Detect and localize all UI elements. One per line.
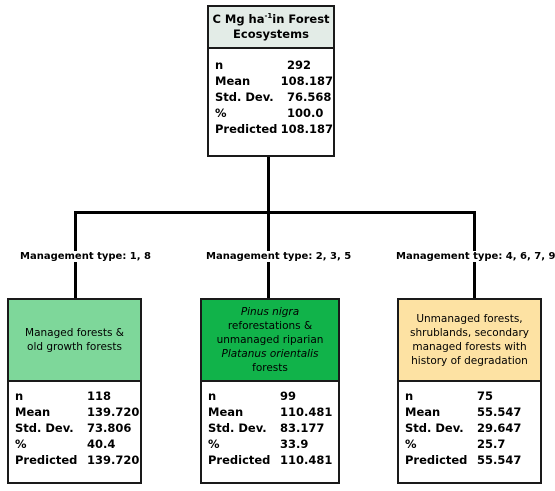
stat-row: Std. Dev.76.568 (215, 90, 332, 104)
stat-row: Std. Dev.29.647 (405, 421, 522, 435)
root-node-title: C Mg ha-1in Forest Ecosystems (212, 12, 330, 41)
stat-row: Std. Dev.83.177 (208, 421, 325, 435)
node-managed-forests-title: Managed forests & old growth forests (25, 326, 124, 353)
node-pinus-reforestations: Pinus nigra reforestations & unmanaged r… (200, 298, 340, 484)
horizontal-branch-line (74, 211, 476, 214)
node-managed-forests-header: Managed forests & old growth forests (9, 300, 140, 382)
stat-row: %25.7 (405, 437, 506, 451)
edge-label-middle: Management type: 2, 3, 5 (206, 251, 352, 262)
stat-row: Std. Dev.73.806 (15, 421, 132, 435)
node-pinus-reforestations-title: Pinus nigra reforestations & unmanaged r… (216, 305, 324, 375)
root-node-header: C Mg ha-1in Forest Ecosystems (209, 7, 333, 49)
node-unmanaged-forests-header: Unmanaged forests, shrublands, secondary… (399, 300, 540, 382)
edge-label-left: Management type: 1, 8 (20, 251, 152, 262)
stat-row: %100.0 (215, 106, 324, 120)
stat-row: %40.4 (15, 437, 116, 451)
root-stem-line (267, 156, 270, 212)
stat-row: %33.9 (208, 437, 309, 451)
node-unmanaged-forests: Unmanaged forests, shrublands, secondary… (397, 298, 542, 484)
node-unmanaged-forests-title: Unmanaged forests, shrublands, secondary… (410, 312, 529, 368)
edge-label-right: Management type: 4, 6, 7, 9 (396, 251, 555, 262)
node-pinus-reforestations-header: Pinus nigra reforestations & unmanaged r… (202, 300, 338, 382)
